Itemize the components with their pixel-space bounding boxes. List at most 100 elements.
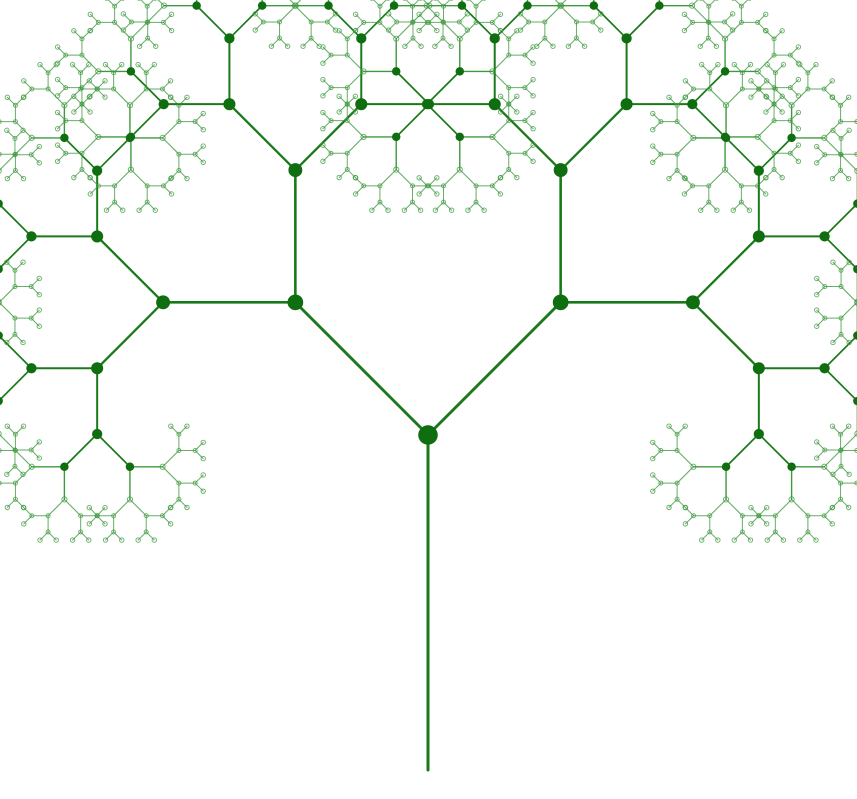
branch-depth-7 (14, 449, 33, 468)
branch-node (523, 1, 532, 10)
branch-depth-5 (395, 70, 430, 106)
branch-node (688, 2, 696, 9)
branch-node (448, 43, 454, 49)
branch-node (200, 455, 206, 462)
branch-depth-7 (554, 0, 562, 7)
branch-node (517, 11, 524, 17)
branch-node (838, 135, 844, 141)
branch-node (352, 191, 359, 197)
branch-depth-7 (14, 466, 33, 484)
branch-node (12, 119, 18, 125)
branch-node (598, 27, 604, 33)
branch-node (434, 27, 440, 34)
branch-node (284, 43, 291, 49)
branch-depth-7 (113, 498, 131, 517)
branch-node (12, 496, 18, 502)
branch-node (763, 93, 769, 100)
branch-node (838, 167, 844, 173)
branch-depth-3 (228, 103, 297, 172)
branch-node (20, 423, 27, 429)
branch-depth-5 (0, 367, 33, 401)
branch-depth-7 (346, 54, 365, 72)
branch-node (763, 28, 769, 34)
branch-node (481, 207, 487, 213)
branch-node (682, 78, 689, 84)
branch-node (822, 284, 828, 290)
branch-node (308, 19, 314, 25)
branch-node (91, 362, 104, 375)
branch-node (292, 2, 299, 9)
branch-node (838, 284, 844, 290)
branch-node (423, 2, 430, 9)
branch-node (795, 126, 802, 132)
branch-node (813, 61, 819, 68)
branch-node (94, 513, 100, 519)
branch-node (12, 151, 18, 157)
branch-node (473, 3, 479, 9)
branch-depth-5 (0, 235, 33, 270)
branch-node (352, 174, 359, 181)
branch-depth-7 (491, 136, 510, 154)
branch-node (53, 537, 59, 543)
branch-node (145, 35, 151, 41)
branch-depth-7 (379, 169, 397, 187)
branch-node (86, 504, 93, 511)
branch-node (506, 150, 512, 156)
branch-node (12, 102, 18, 108)
branch-node (344, 150, 350, 156)
branch-node (391, 132, 401, 142)
branch-depth-7 (294, 0, 302, 7)
branch-depth-7 (278, 5, 297, 23)
branch-depth-7 (840, 154, 857, 172)
branch-node (184, 423, 190, 429)
branch-node (771, 166, 777, 172)
branch-node (506, 166, 512, 172)
branch-node (720, 67, 730, 76)
branch-node (103, 207, 110, 213)
branch-node (176, 119, 182, 125)
branch-node (764, 61, 770, 68)
branch-depth-7 (129, 88, 147, 106)
branch-node (393, 35, 400, 42)
branch-node (795, 158, 802, 165)
branch-node (838, 315, 844, 321)
branch-node (819, 363, 830, 374)
branch-node (352, 27, 359, 34)
branch-node (416, 11, 422, 18)
branch-node (45, 529, 51, 535)
branch-node (91, 230, 104, 243)
branch-node (829, 504, 835, 511)
branch-depth-7 (63, 88, 82, 106)
branch-node (377, 199, 383, 205)
branch-node (788, 102, 795, 109)
branch-node (489, 33, 500, 44)
branch-node (497, 11, 504, 18)
branch-node (674, 431, 680, 437)
branch-node (838, 331, 844, 337)
branch-node (126, 132, 136, 142)
branch-node (20, 339, 26, 346)
branch-node (54, 109, 61, 116)
branch-node (0, 199, 3, 208)
branch-node (779, 109, 785, 115)
branch-node (721, 133, 731, 143)
branch-node (36, 323, 42, 329)
branch-node (418, 425, 438, 445)
branch-depth-7 (346, 120, 365, 138)
branch-depth-5 (426, 70, 461, 106)
branch-node (830, 259, 836, 265)
branch-node (814, 439, 820, 445)
branch-node (394, 19, 400, 25)
branch-node (95, 68, 102, 75)
branch-node (730, 207, 736, 213)
branch-depth-5 (823, 202, 857, 238)
branch-node (666, 94, 672, 100)
branch-node (143, 529, 149, 535)
branch-node (36, 455, 42, 461)
branch-node (324, 1, 333, 10)
branch-node (45, 86, 51, 92)
branch-depth-7 (81, 70, 99, 89)
branch-node (87, 93, 93, 100)
branch-node (590, 19, 596, 25)
